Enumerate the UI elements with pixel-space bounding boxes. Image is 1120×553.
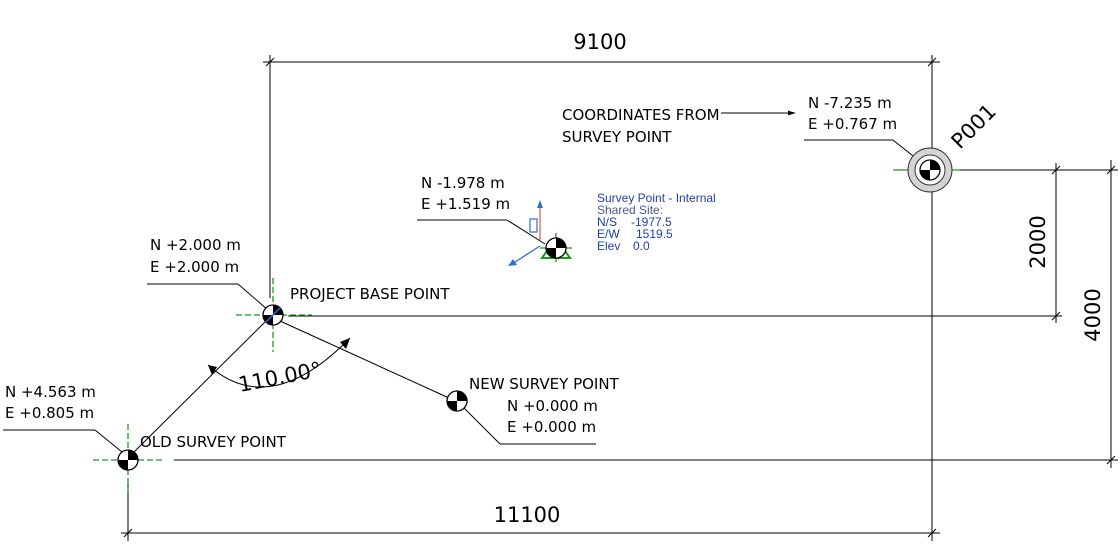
dimension-right-inner: 2000 [957, 163, 1064, 323]
tooltip-elev-value: 0.0 [633, 239, 650, 253]
base-north-label: N +2.000 m [150, 236, 241, 254]
base-east-label: E +2.000 m [150, 258, 239, 276]
p001-north-label: N -7.235 m [808, 94, 892, 112]
old-north-label: N +4.563 m [5, 383, 96, 401]
new-point-marker-icon [446, 390, 468, 412]
survey-point-p001[interactable]: N -7.235 m E +0.767 m P001 [804, 94, 1001, 193]
p001-marker-icon [919, 159, 941, 181]
old-survey-point[interactable]: N +4.563 m E +0.805 m OLD SURVEY POINT [3, 383, 287, 496]
tooltip-ns-value: -1977.5 [631, 215, 672, 229]
callout-line-2: SURVEY POINT [562, 128, 672, 146]
new-survey-point[interactable]: NEW SURVEY POINT N +0.000 m E +0.000 m [446, 375, 620, 445]
p001-name-label: P001 [947, 99, 1001, 153]
tooltip-ew-value: 1519.5 [636, 227, 673, 241]
tooltip-ns-label: N/S [597, 215, 617, 229]
dimension-bottom-label: 11100 [494, 503, 561, 527]
internal-north-label: N -1.978 m [421, 174, 505, 192]
internal-axis-handle[interactable] [529, 218, 538, 233]
dimension-top: 9100 [263, 30, 940, 298]
angle-label: 110.00° [236, 357, 323, 397]
old-east-label: E +0.805 m [5, 404, 94, 422]
internal-survey-point[interactable]: N -1.978 m E +1.519 m [417, 174, 572, 266]
coordinates-callout: COORDINATES FROM SURVEY POINT [562, 106, 796, 146]
tooltip-shared-site: Shared Site: [597, 203, 663, 217]
dimension-right-outer-label: 4000 [1081, 288, 1105, 341]
tooltip-title: Survey Point - Internal [597, 191, 716, 205]
old-point-marker-icon [117, 449, 139, 471]
p001-east-label: E +0.767 m [808, 115, 897, 133]
old-point-name: OLD SURVEY POINT [140, 433, 287, 451]
new-point-name: NEW SURVEY POINT [469, 375, 620, 393]
tooltip-ew-label: E/W [597, 227, 620, 241]
internal-east-label: E +1.519 m [421, 195, 510, 213]
internal-marker-icon [545, 237, 567, 259]
project-base-point[interactable]: N +2.000 m E +2.000 m PROJECT BASE POINT [147, 236, 450, 352]
base-point-name: PROJECT BASE POINT [290, 285, 450, 303]
dimension-bottom: 11100 [121, 185, 940, 541]
line-old-to-base [133, 321, 266, 453]
new-east-label: E +0.000 m [507, 418, 596, 436]
tooltip-elev-label: Elev [597, 239, 620, 253]
callout-line-1: COORDINATES FROM [562, 106, 720, 124]
new-north-label: N +0.000 m [507, 397, 598, 415]
survey-point-tooltip: Survey Point - Internal Shared Site: N/S… [597, 191, 716, 253]
angle-dimension: 110.00° [207, 337, 351, 397]
line-base-to-new [279, 320, 450, 399]
dimension-right-inner-label: 2000 [1026, 215, 1050, 268]
dimension-right-outer: 4000 [1064, 160, 1118, 468]
dimension-top-label: 9100 [573, 30, 626, 54]
base-point-marker-icon [262, 304, 284, 326]
